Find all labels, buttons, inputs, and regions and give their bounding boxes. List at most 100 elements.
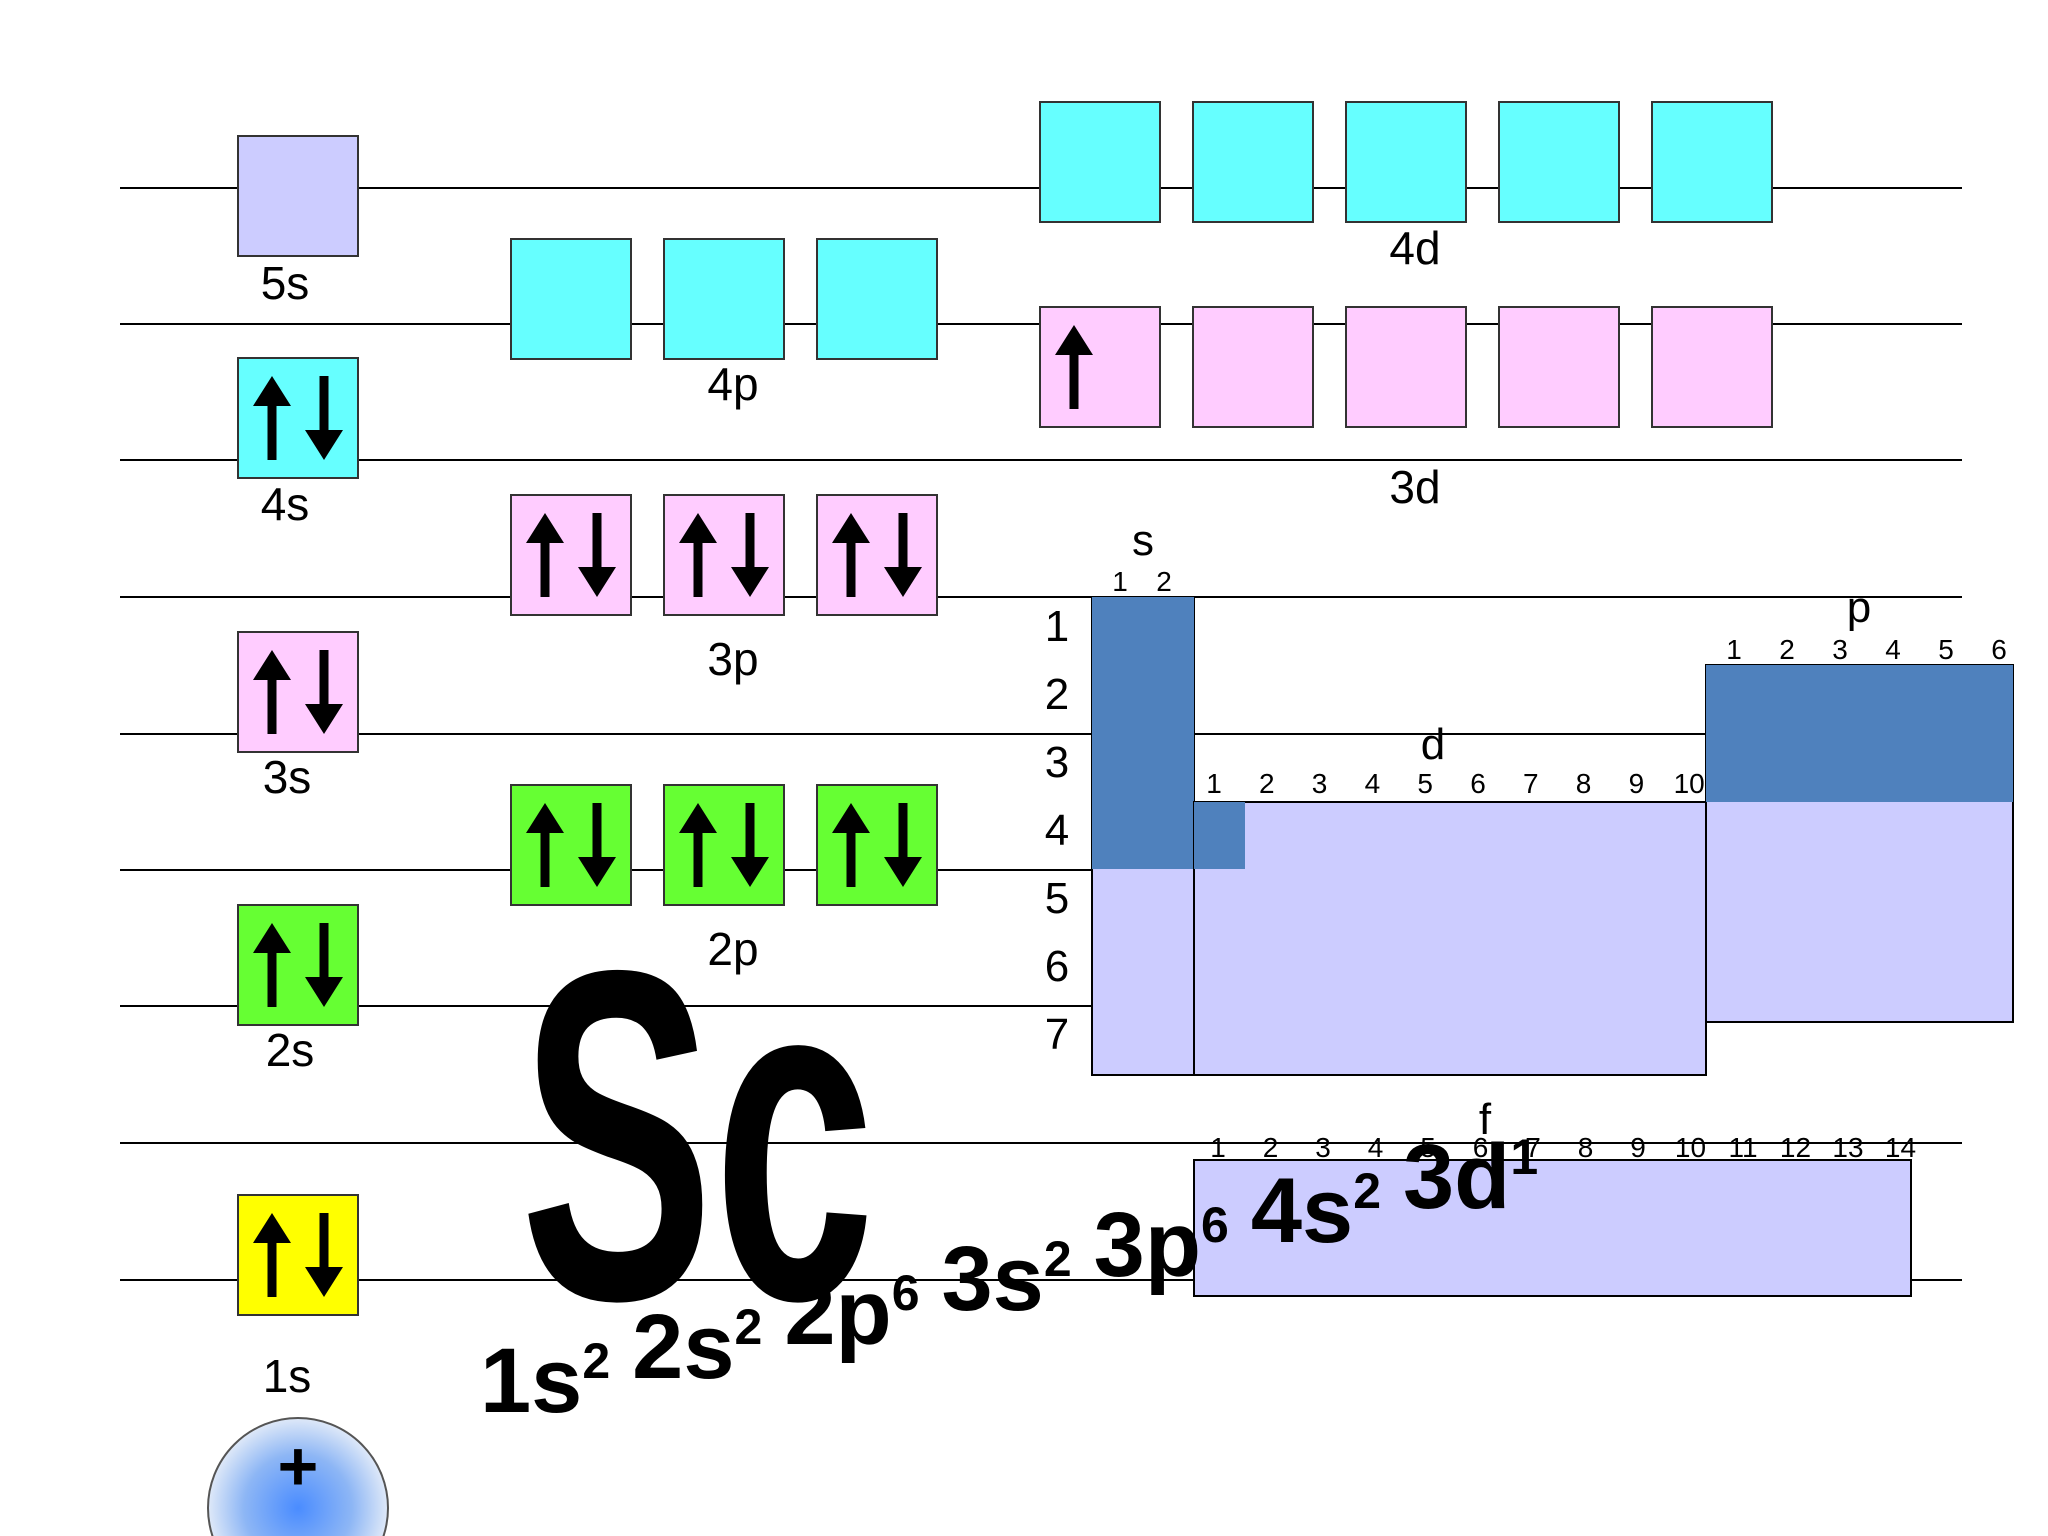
configuration-orbital: 4s	[1251, 1160, 1353, 1262]
period-label: 5	[1045, 874, 1069, 923]
configuration-electron-count: 2	[1353, 1163, 1381, 1219]
f-column-label: 5	[1420, 1132, 1436, 1163]
orbital-box-fill	[816, 784, 938, 906]
orbital-box-fill	[237, 904, 359, 1026]
period-label: 3	[1045, 738, 1069, 787]
d-column-label: 4	[1365, 768, 1381, 799]
orbital-box-fill	[237, 135, 359, 257]
d-column-label: 10	[1674, 768, 1705, 799]
configuration-electron-count: 1	[1510, 1129, 1538, 1185]
spin-down-arrow-icon	[305, 923, 343, 1007]
orbital-box-fill	[510, 238, 632, 360]
orbital-box-2p	[663, 784, 785, 906]
nucleus: +	[207, 1417, 389, 1536]
period-label: 4	[1045, 806, 1069, 855]
orbital-label-4p: 4p	[707, 358, 758, 410]
configuration-electron-count: 2	[1044, 1231, 1072, 1287]
d-column-label: 6	[1470, 768, 1486, 799]
spin-up-arrow-icon	[253, 376, 291, 460]
orbital-box-3p	[816, 494, 938, 616]
spin-down-arrow-icon	[305, 650, 343, 734]
orbital-box-2p	[816, 784, 938, 906]
f-column-label: 13	[1832, 1132, 1863, 1163]
orbital-label-1s: 1s	[263, 1350, 312, 1402]
orbital-box-fill	[1345, 101, 1467, 223]
orbital-box-2s	[237, 904, 359, 1026]
spin-down-arrow-icon	[884, 513, 922, 597]
d-column-label: 8	[1576, 768, 1592, 799]
orbital-box-fill	[1192, 101, 1314, 223]
f-column-label: 4	[1368, 1132, 1384, 1163]
orbital-label-4s: 4s	[261, 478, 310, 530]
d-column-label: 1	[1206, 768, 1222, 799]
spin-up-arrow-icon	[526, 513, 564, 597]
period-label: 6	[1045, 942, 1069, 991]
orbital-box-fill	[510, 784, 632, 906]
p-column-label: 6	[1991, 634, 2007, 665]
orbital-box-4p	[816, 238, 938, 360]
orbital-box-fill	[1039, 101, 1161, 223]
spin-up-arrow-icon	[253, 923, 291, 1007]
orbital-box-4p	[663, 238, 785, 360]
f-column-label: 3	[1315, 1132, 1331, 1163]
orbital-box-4d	[1651, 101, 1773, 223]
spin-down-arrow-icon	[731, 513, 769, 597]
d-column-label: 9	[1629, 768, 1645, 799]
p-column-label: 4	[1885, 634, 1901, 665]
orbital-box-fill	[663, 494, 785, 616]
spin-down-arrow-icon	[731, 803, 769, 887]
configuration-orbital: 1s	[480, 1330, 582, 1432]
nucleus-plus-icon: +	[278, 1427, 319, 1505]
spin-down-arrow-icon	[578, 513, 616, 597]
orbital-box-fill	[1651, 306, 1773, 428]
orbital-box-3p	[510, 494, 632, 616]
orbital-box-fill	[510, 494, 632, 616]
energy-lines	[120, 187, 1962, 1281]
orbital-box-3d	[1651, 306, 1773, 428]
orbital-box-fill	[1498, 306, 1620, 428]
orbital-box-fill	[663, 784, 785, 906]
configuration-orbital: 3s	[942, 1228, 1044, 1330]
orbital-box-fill	[1498, 101, 1620, 223]
f-block-label: f	[1479, 1095, 1492, 1144]
f-column-label: 8	[1578, 1132, 1594, 1163]
orbital-box-4s	[237, 357, 359, 479]
orbital-label-2p: 2p	[707, 923, 758, 975]
orbital-box-4d	[1345, 101, 1467, 223]
f-column-label: 7	[1525, 1132, 1541, 1163]
orbital-box-fill	[1651, 101, 1773, 223]
f-block-empty	[1193, 1159, 1912, 1297]
orbital-labels: 1s 2s 2p 3s 3p 4s 3d 4p 5s 4d	[261, 222, 1441, 1402]
orbital-label-3p: 3p	[707, 633, 758, 685]
s-column-label: 1	[1112, 566, 1128, 597]
p-column-label: 2	[1779, 634, 1795, 665]
d-column-label: 7	[1523, 768, 1539, 799]
p-block-label: p	[1847, 583, 1871, 632]
orbital-box-fill	[237, 631, 359, 753]
period-label: 7	[1045, 1010, 1069, 1059]
configuration-electron-count: 2	[735, 1299, 763, 1355]
p-column-label: 5	[1938, 634, 1954, 665]
p-column-label: 3	[1832, 634, 1848, 665]
spin-up-arrow-icon	[253, 650, 291, 734]
f-column-label: 12	[1780, 1132, 1811, 1163]
spin-up-arrow-icon	[679, 513, 717, 597]
orbital-box-fill	[1192, 306, 1314, 428]
spin-up-arrow-icon	[526, 803, 564, 887]
configuration-orbital: 3d	[1403, 1126, 1510, 1228]
orbital-box-fill	[1039, 306, 1161, 428]
orbital-label-3d: 3d	[1389, 461, 1440, 513]
p-block-filled	[1706, 665, 2013, 802]
orbital-box-fill	[237, 1194, 359, 1316]
orbital-label-4d: 4d	[1389, 222, 1440, 274]
d-column-label: 5	[1417, 768, 1433, 799]
orbital-box-4d	[1039, 101, 1161, 223]
p-column-label: 1	[1726, 634, 1742, 665]
orbital-box-4d	[1192, 101, 1314, 223]
configuration-orbital: 3p	[1094, 1194, 1201, 1296]
